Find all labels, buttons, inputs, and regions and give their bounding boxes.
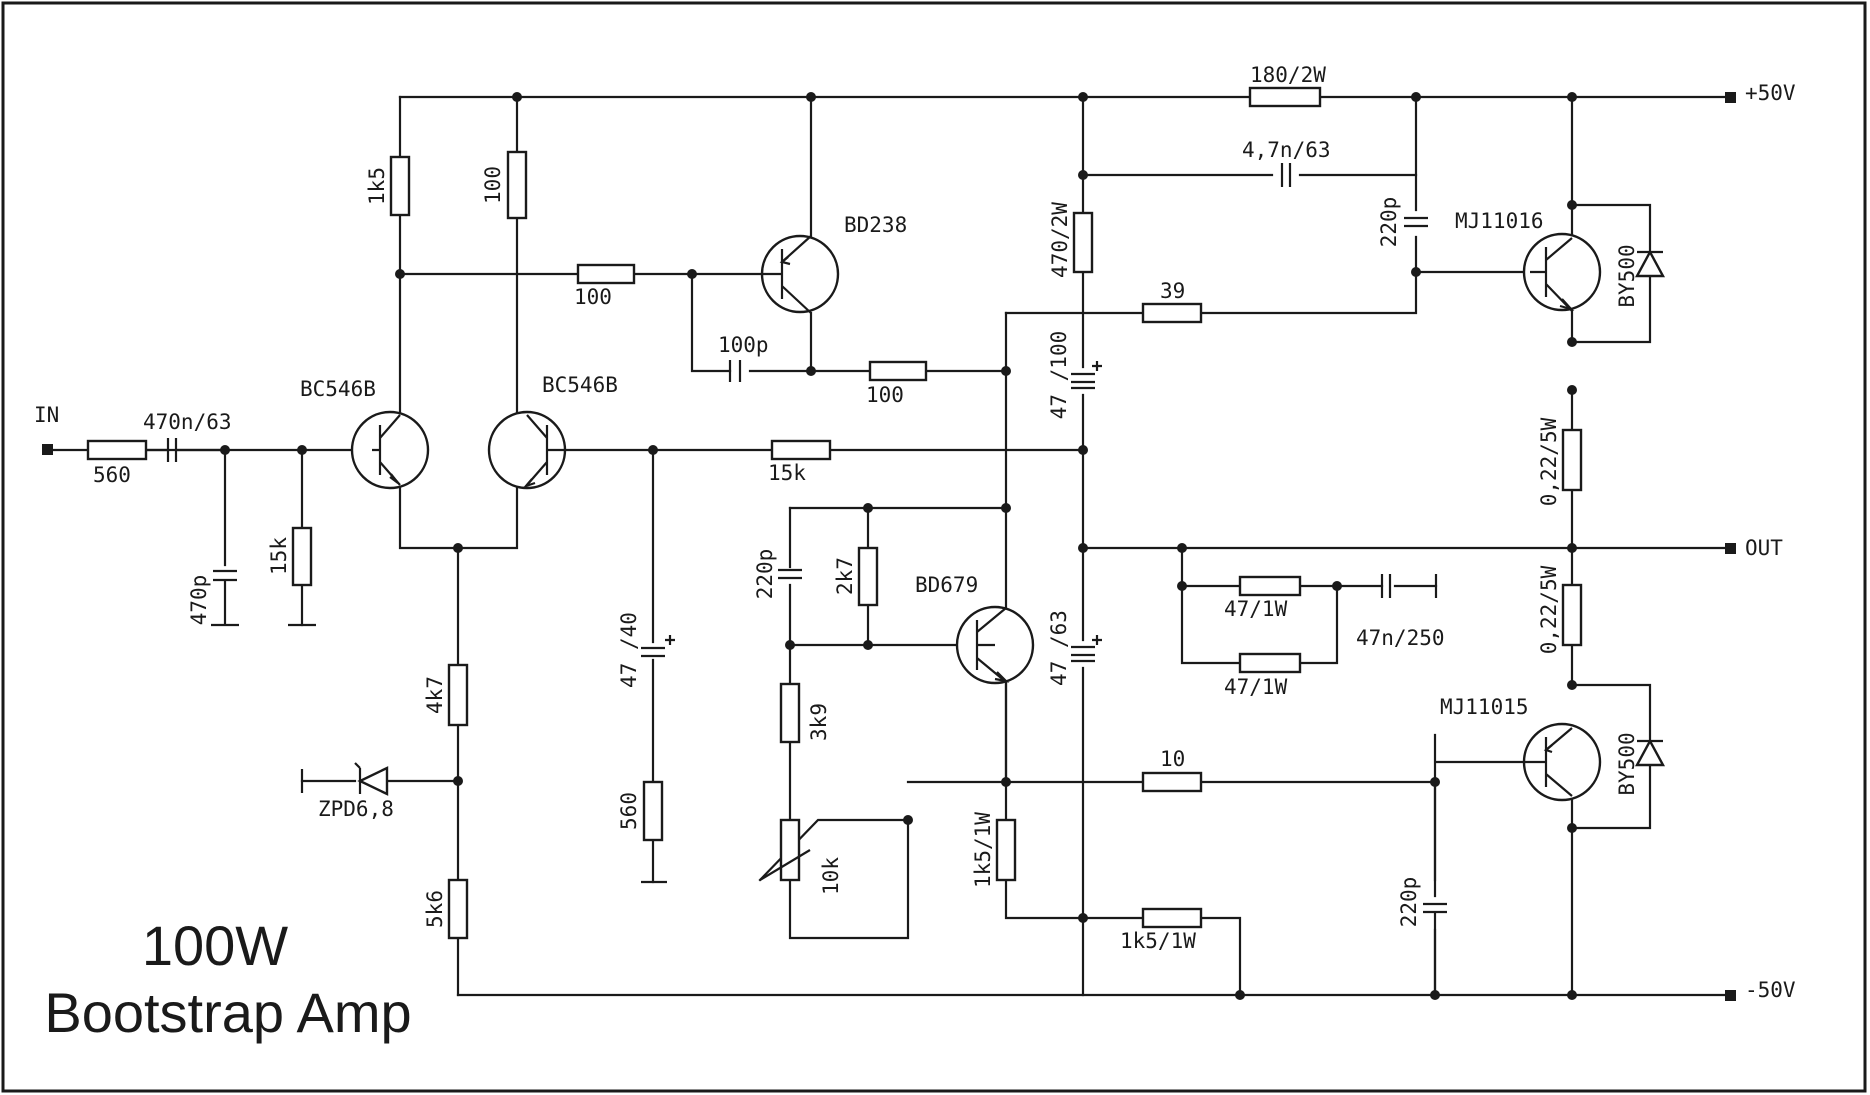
resistor-zobel-1 (1238, 575, 1302, 597)
transistor-q-vas (955, 605, 1035, 685)
label-pos-rail: +50V (1745, 81, 1796, 105)
label-c-220p-vas: 220p (753, 549, 777, 600)
title-line-1: 100W (142, 914, 288, 977)
terminal-out (1725, 543, 1736, 554)
labels: IN +50V OUT -50V 560 470n/63 470p 15k 1k… (34, 63, 1796, 1002)
resistor-1k5-1w-v (995, 818, 1017, 882)
transistor-q-driver-p (760, 234, 840, 314)
label-q-out-bottom: MJ11015 (1440, 695, 1529, 719)
resistor-zobel-2 (1238, 652, 1302, 674)
label-neg-rail: -50V (1745, 978, 1796, 1002)
label-c-470p: 470p (187, 575, 211, 626)
label-c-100p: 100p (718, 333, 769, 357)
resistor-100-base (576, 263, 636, 285)
resistor-4k7 (447, 663, 469, 727)
label-r-1k5-1w-v: 1k5/1W (971, 812, 995, 888)
terminals (42, 92, 1736, 1001)
label-r-1k5: 1k5 (365, 167, 389, 205)
label-r-2k7: 2k7 (833, 557, 857, 595)
transistors (350, 232, 1602, 802)
label-zener: ZPD6,8 (318, 797, 394, 821)
label-c-220p-bot: 220p (1397, 877, 1421, 928)
resistor-5k6 (447, 878, 469, 940)
label-r-180-2w: 180/2W (1250, 63, 1326, 87)
label-d-bottom: BY500 (1615, 732, 1639, 795)
resistor-pot-10k (779, 818, 801, 882)
resistor-1k5 (389, 155, 411, 217)
label-r-10: 10 (1160, 747, 1185, 771)
label-d-top: BY500 (1615, 244, 1639, 307)
label-q-in-left: BC546B (300, 377, 376, 401)
resistor-470-2w (1072, 211, 1094, 274)
diode-top (1634, 249, 1666, 278)
terminal-pos (1725, 92, 1736, 103)
label-r-470-2w: 470/2W (1048, 202, 1072, 278)
resistor-3k9 (779, 682, 801, 744)
label-r-15k-bias: 15k (267, 537, 291, 575)
label-r-39: 39 (1160, 279, 1185, 303)
resistor-15k-fb (770, 439, 832, 461)
label-r-zobel-2: 47/1W (1224, 675, 1288, 699)
resistor-100-top (506, 150, 528, 220)
resistor-10 (1141, 771, 1203, 793)
label-r-100-base: 100 (574, 285, 612, 309)
diodes (354, 249, 1666, 796)
terminal-in (42, 444, 53, 455)
label-r-100-top: 100 (481, 166, 505, 204)
transistor-q-in-right (487, 410, 567, 490)
label-c-4n7: 4,7n/63 (1242, 138, 1331, 162)
zener-diode (354, 762, 389, 796)
resistor-560-fb (642, 780, 664, 842)
label-r-pot-10k: 10k (819, 857, 843, 895)
resistor-2k7 (857, 546, 879, 607)
resistor-15k-bias (291, 526, 313, 587)
resistor-emit-bot (1561, 583, 1583, 647)
label-r-1k5-1w-h: 1k5/1W (1120, 929, 1196, 953)
label-in: IN (34, 403, 59, 427)
label-q-vas: BD679 (915, 573, 978, 597)
label-q-in-right: BC546B (542, 373, 618, 397)
label-r-5k6: 5k6 (423, 890, 447, 928)
label-c-boot: 47 /100 (1047, 331, 1071, 420)
diagram-title: 100W Bootstrap Amp (44, 914, 411, 1044)
diode-bottom (1634, 738, 1666, 767)
resistor-39 (1141, 302, 1203, 324)
label-c-fb: 47 /40 (617, 612, 641, 688)
resistor-emit-top (1561, 428, 1583, 492)
label-c-220p-top: 220p (1377, 197, 1401, 248)
junction-dots (220, 92, 1577, 1000)
resistors (86, 86, 1583, 940)
label-r-15k-fb: 15k (768, 461, 806, 485)
transistor-q-out-top (1522, 232, 1602, 312)
terminal-neg (1725, 990, 1736, 1001)
label-c-in: 470n/63 (143, 410, 232, 434)
label-out: OUT (1745, 536, 1783, 560)
label-r-3k9: 3k9 (807, 703, 831, 741)
label-r-4k7: 4k7 (423, 676, 447, 714)
label-q-out-top: MJ11016 (1455, 209, 1544, 233)
label-c-zobel: 47n/250 (1356, 626, 1445, 650)
label-q-driver-p: BD238 (844, 213, 907, 237)
label-r-emit-top: 0,22/5W (1537, 417, 1561, 506)
label-r-in: 560 (93, 463, 131, 487)
transistor-q-in-left (350, 410, 430, 490)
resistor-180-2w (1248, 86, 1322, 108)
label-r-zobel-1: 47/1W (1224, 597, 1288, 621)
transistor-q-out-bottom (1435, 722, 1602, 802)
title-line-2: Bootstrap Amp (44, 981, 411, 1044)
label-r-emit-bot: 0,22/5W (1537, 565, 1561, 654)
label-c-47-63: 47 /63 (1047, 610, 1071, 686)
resistor-1k5-1w-h (1141, 907, 1203, 929)
polarity-marks (665, 361, 1102, 645)
label-r-100-mid: 100 (866, 383, 904, 407)
label-r-560-fb: 560 (617, 792, 641, 830)
resistor-100-mid (868, 360, 928, 382)
capacitors (146, 163, 1447, 995)
resistor-r-in (86, 439, 148, 461)
